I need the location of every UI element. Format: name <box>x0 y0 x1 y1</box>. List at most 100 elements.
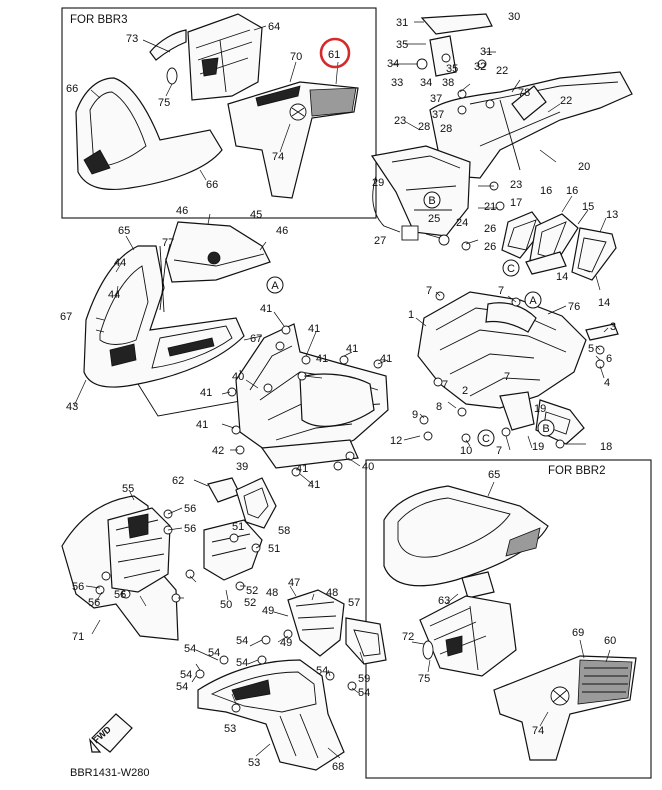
part-side-cowl-53 <box>197 659 345 771</box>
callout: 51 <box>232 521 244 533</box>
callout: 44 <box>108 289 120 301</box>
callout: 31 <box>396 17 408 29</box>
part-60-graphic <box>577 659 633 705</box>
callout: 54 <box>180 669 192 681</box>
callout: 63 <box>438 595 450 607</box>
callout: 66 <box>206 179 218 191</box>
callout: 55 <box>122 483 134 495</box>
callout: 56 <box>88 597 100 609</box>
callout: 52 <box>244 597 256 609</box>
callout: 49 <box>280 637 292 649</box>
callout: 48 <box>326 587 338 599</box>
ref-marker-B-2: B <box>537 419 555 437</box>
callout: 25 <box>428 213 440 225</box>
callout: 37 <box>430 93 442 105</box>
part-windscreen-45 <box>165 221 271 283</box>
part-duct-21 <box>370 145 471 237</box>
callout: 6 <box>606 353 612 365</box>
callout: 23 <box>510 179 522 191</box>
callout: 66 <box>66 83 78 95</box>
group-side-panel-55 <box>61 477 277 641</box>
callout: 39 <box>236 461 248 473</box>
callout: 35 <box>446 63 458 75</box>
callout-labels: 64 73 75 66 70 61 74 66 31 30 35 31 34 3… <box>60 11 618 773</box>
part-17 <box>501 211 545 259</box>
callout: 41 <box>308 323 320 335</box>
callout: 17 <box>510 197 522 209</box>
callout: 71 <box>72 631 84 643</box>
callout: 50 <box>220 599 232 611</box>
callout: 18 <box>600 441 612 453</box>
callout: 41 <box>308 479 320 491</box>
callout: 47 <box>288 577 300 589</box>
callout: 7 <box>504 371 510 383</box>
callout: 35 <box>396 39 408 51</box>
ref-marker-C-2: C <box>477 429 495 447</box>
callout: 28 <box>440 123 452 135</box>
callout: 64 <box>268 21 280 33</box>
callout: 33 <box>391 77 403 89</box>
group-stay-assembly <box>370 13 633 291</box>
inset-bbr2-label: FOR BBR2 <box>548 465 606 477</box>
group-air-duct <box>403 291 619 451</box>
callout: 41 <box>296 463 308 475</box>
callout: 56 <box>72 581 84 593</box>
callout: 54 <box>176 681 188 693</box>
callout: 14 <box>556 271 568 283</box>
callout: 42 <box>212 445 224 457</box>
fwd-arrow: FWD <box>89 713 133 753</box>
callout: 41 <box>200 387 212 399</box>
callout: 34 <box>387 58 399 70</box>
part-front-cowl <box>75 77 223 191</box>
callout: 76 <box>568 301 580 313</box>
callout: 41 <box>260 303 272 315</box>
callout: 60 <box>604 635 616 647</box>
svg-text:A: A <box>529 295 537 307</box>
callout: 54 <box>236 635 248 647</box>
highlight-circle-61 <box>319 37 351 69</box>
svg-text:B: B <box>542 423 549 435</box>
callout: 21 <box>484 201 496 213</box>
callout: 43 <box>66 401 78 413</box>
aero-decal <box>167 337 215 357</box>
callout: 40 <box>232 371 244 383</box>
callout: 23 <box>394 115 406 127</box>
callout: 74 <box>532 725 544 737</box>
callout: 75 <box>158 97 170 109</box>
callout: 73 <box>126 33 138 45</box>
callout: 10 <box>460 445 472 457</box>
callout: 54 <box>208 647 220 659</box>
ref-marker-C-1: C <box>502 259 520 277</box>
callout: 7 <box>426 285 432 297</box>
callout: 13 <box>606 209 618 221</box>
callout: 4 <box>604 377 610 389</box>
callout: 54 <box>316 665 328 677</box>
part-16 <box>529 213 579 267</box>
ref-marker-A-1: A <box>266 276 284 294</box>
callout: 20 <box>578 161 590 173</box>
part-stay-20 <box>429 71 633 179</box>
part-40 <box>260 439 359 469</box>
callout: 49 <box>262 605 274 617</box>
part-upper-cowl <box>383 485 549 587</box>
callout: 54 <box>184 643 196 655</box>
callout: 75 <box>418 673 430 685</box>
callout: 67 <box>60 311 72 323</box>
callout: 53 <box>224 723 236 735</box>
callout: 62 <box>172 475 184 487</box>
callout: 44 <box>114 257 126 269</box>
part-13 <box>571 227 617 281</box>
callout: 40 <box>362 461 374 473</box>
callout: 1 <box>408 309 414 321</box>
callout: 27 <box>374 235 386 247</box>
part-62 <box>207 477 241 503</box>
callout: 15 <box>582 201 594 213</box>
callout: 46 <box>176 205 188 217</box>
fwd-arrow-shape <box>91 713 133 753</box>
callout: 54 <box>236 657 248 669</box>
callout: 54 <box>358 687 370 699</box>
callout: 34 <box>420 77 432 89</box>
callout: 48 <box>266 587 278 599</box>
callout: 28 <box>418 121 430 133</box>
part-61-graphic <box>309 87 357 117</box>
